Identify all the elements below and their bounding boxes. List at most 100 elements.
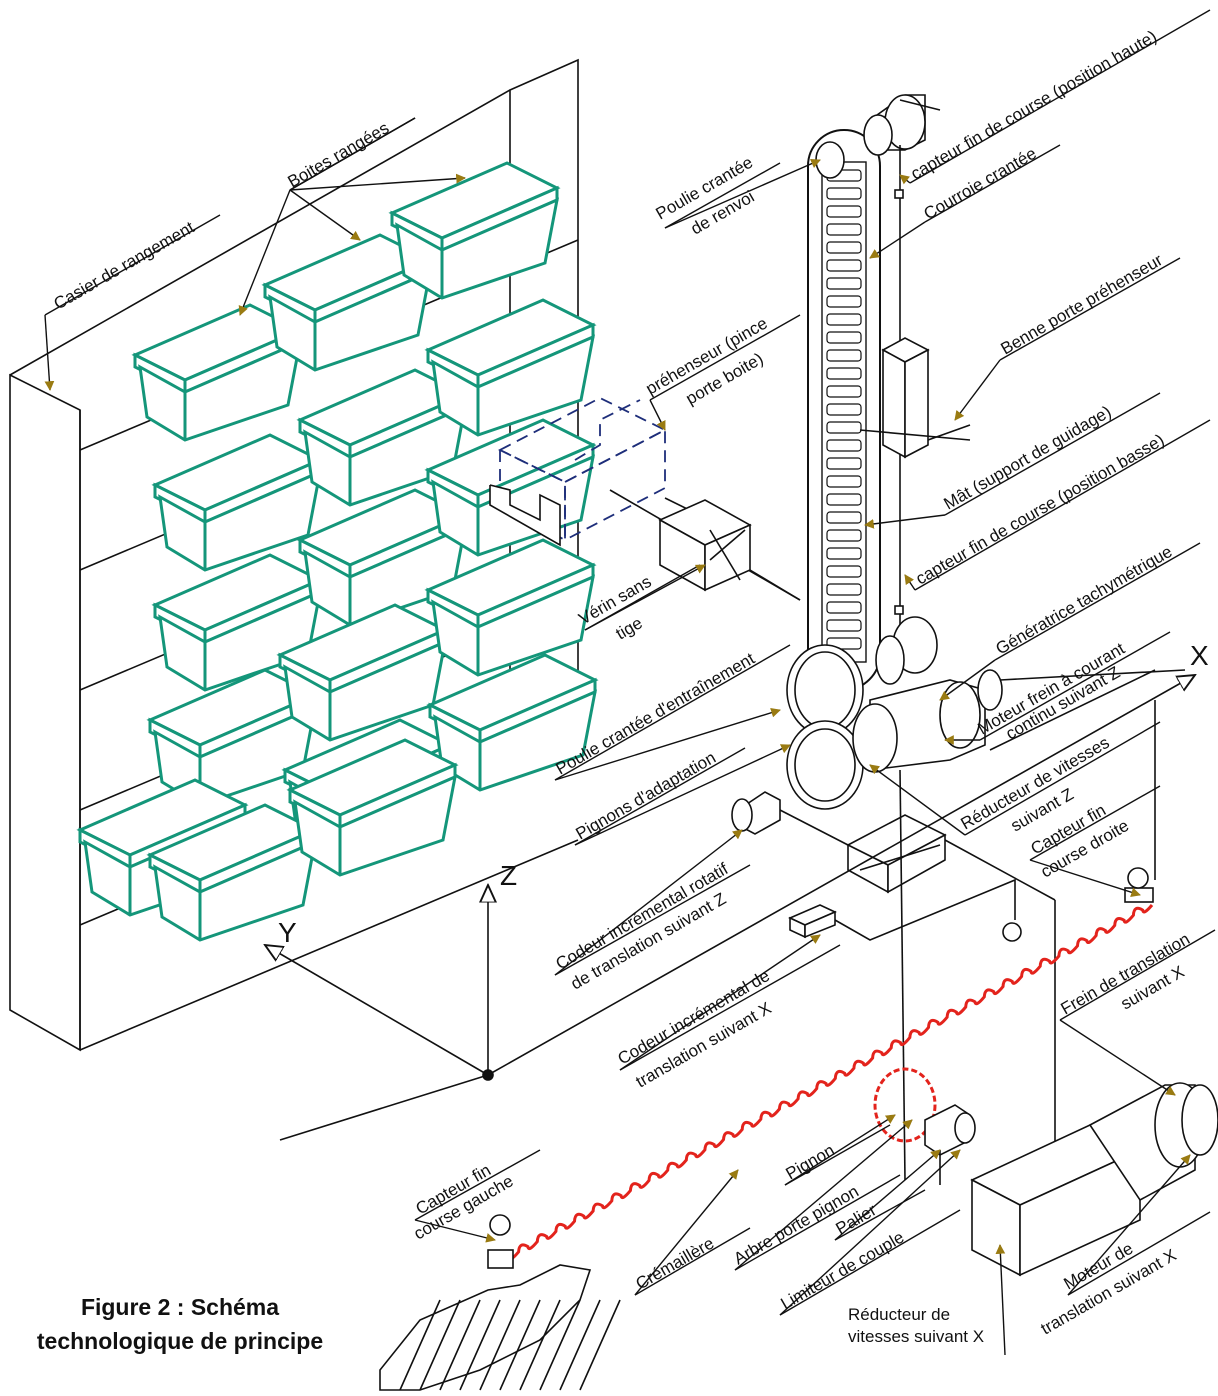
leader-baseline	[649, 314, 801, 401]
storage-box	[276, 603, 449, 742]
ground-hatch	[579, 1299, 621, 1391]
leader-baseline	[1067, 1211, 1211, 1296]
leader-baseline	[994, 542, 1201, 661]
reducer-x	[970, 1124, 1142, 1277]
belt-tooth	[826, 385, 862, 398]
rotary-encoder-z	[731, 791, 849, 846]
storage-box	[286, 738, 459, 877]
ground-hatch	[559, 1299, 601, 1391]
leader-arrow	[869, 764, 966, 836]
gripper	[498, 396, 667, 542]
leader-arrow	[995, 1244, 1006, 1356]
belt-tooth	[826, 241, 862, 254]
leader-arrow	[414, 1219, 496, 1243]
belt-tooth	[826, 313, 862, 326]
leader-baseline	[944, 392, 1161, 516]
mast	[807, 129, 881, 691]
leader-arrow	[238, 189, 291, 316]
leader-baseline	[914, 419, 1211, 591]
ground-hatch	[419, 1299, 461, 1391]
leader-baseline	[924, 144, 1061, 223]
axes	[265, 675, 1195, 1141]
leader-arrow	[734, 1119, 913, 1271]
leader-arrow	[899, 174, 911, 185]
leader-baseline	[1059, 929, 1216, 1021]
gripper-carriage	[859, 337, 971, 459]
label-pignon: Pignon	[783, 1141, 838, 1184]
ground	[379, 1264, 621, 1391]
leader-baseline	[554, 864, 751, 976]
leader-arrow	[834, 1149, 941, 1241]
ground-hatch	[479, 1299, 521, 1391]
encoder-x	[788, 878, 1022, 942]
storage-box	[424, 538, 597, 677]
belt-tooth	[826, 403, 862, 416]
leader-baseline	[909, 9, 1211, 184]
ground-hatch	[539, 1299, 581, 1391]
leader-baseline	[634, 1227, 751, 1296]
belt-tooth	[826, 277, 862, 290]
caption-line-2: technologique de principe	[36, 1328, 324, 1354]
belt-tooth	[826, 457, 862, 470]
storage-box	[296, 368, 469, 507]
reducer-z	[846, 814, 947, 894]
leader-arrow	[634, 1169, 739, 1296]
label-mat: Mât (support de guidage)	[941, 402, 1115, 513]
ground-hatch	[439, 1299, 481, 1391]
belt-tooth	[826, 367, 862, 380]
leader-arrow	[44, 314, 55, 391]
label-verin-2: tige	[613, 613, 646, 643]
leader-arrow	[784, 1114, 896, 1186]
mast-supports	[899, 700, 1156, 1181]
rodless-cylinder	[658, 499, 801, 601]
storage-box	[388, 161, 561, 300]
axis-y-label: Y	[278, 917, 297, 948]
leader-arrow	[289, 189, 361, 241]
axis-z-label: Z	[500, 860, 517, 891]
belt-tooth	[826, 475, 862, 488]
belt-tooth	[826, 439, 862, 452]
ground-hatch	[499, 1299, 541, 1391]
belt-tooth	[826, 583, 862, 596]
leader-baseline	[834, 1189, 926, 1241]
label-pignons-adaptation: Pignons d'adaptation	[573, 748, 720, 844]
belt-tooth	[826, 601, 862, 614]
labels: Casier de rangement Boites rangées Pouli…	[51, 27, 1194, 1346]
label-casier: Casier de rangement	[51, 217, 198, 313]
belt-tooth	[826, 223, 862, 236]
leader-baseline	[414, 1149, 541, 1221]
stored-boxes	[76, 161, 599, 942]
leader-arrow	[554, 707, 781, 781]
belt-tooth	[826, 511, 862, 524]
leader-arrow	[1067, 1154, 1191, 1296]
belt-tooth	[826, 421, 862, 434]
leader-arrow	[939, 659, 996, 701]
leader-baseline	[784, 1124, 891, 1186]
left-limit-switch	[487, 1214, 514, 1269]
leader-arrow	[904, 574, 916, 591]
leader-baseline	[734, 1174, 901, 1271]
leader-arrow	[649, 399, 666, 431]
leader-arrow	[289, 173, 466, 191]
rack	[498, 904, 1154, 1263]
leader-arrow	[779, 1149, 961, 1316]
storage-box	[296, 488, 469, 627]
label-reducteur-x: Réducteur de	[848, 1305, 950, 1324]
belt-tooth	[826, 529, 862, 542]
caption-line-1: Figure 2 : Schéma	[80, 1294, 280, 1320]
leader-baseline	[574, 747, 746, 846]
label-limiteur: Limiteur de couple	[778, 1228, 908, 1314]
figure-caption: Figure 2 : Schéma technologique de princ…	[0, 1290, 360, 1358]
leader-baseline	[1029, 785, 1161, 861]
motor-z	[852, 669, 1186, 773]
pinion-gear	[873, 1067, 937, 1143]
leader-baseline	[979, 631, 1171, 741]
storage-box	[146, 803, 319, 942]
belt-teeth	[826, 169, 862, 650]
leader-arrow	[619, 934, 821, 1071]
belt-tooth	[826, 259, 862, 272]
leader-arrow	[864, 514, 946, 529]
leader-arrow	[664, 159, 821, 229]
storage-box	[424, 298, 597, 437]
